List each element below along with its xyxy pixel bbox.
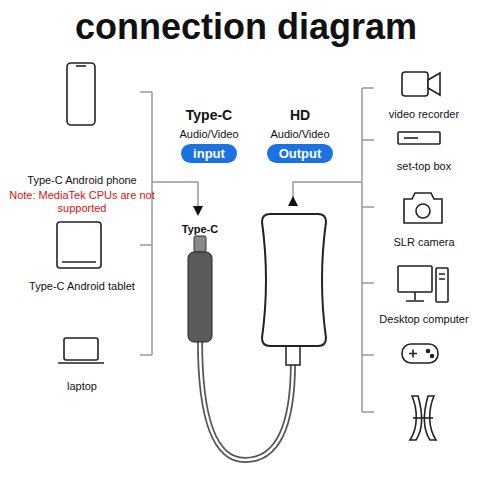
settop-icon <box>398 132 440 144</box>
heading-wrap: Audio/Video <box>267 124 334 142</box>
title: connection diagram <box>0 6 492 47</box>
cable <box>200 340 293 460</box>
type-c-tip <box>194 236 206 252</box>
device-label: SLR camera <box>369 236 479 249</box>
device-label: Desktop computer <box>364 313 484 326</box>
io-pill: input <box>181 144 237 163</box>
port-heading: Type-C <box>186 107 232 123</box>
io-node: HD Audio/VideoOutput <box>267 106 334 163</box>
port-subheading: Audio/Video <box>270 128 329 140</box>
gamepad-icon <box>402 344 438 363</box>
pill-wrap: Output <box>267 142 334 163</box>
bracket-lines <box>140 88 374 412</box>
port-subheading: Audio/Video <box>179 128 238 140</box>
camcorder-icon <box>402 72 428 96</box>
device-label: laptop <box>32 380 132 393</box>
connector-label: Type-C <box>170 223 230 236</box>
device-label: set-top box <box>369 160 479 173</box>
device-label: video recorder <box>369 108 479 121</box>
adapter-box <box>262 214 326 346</box>
camera-icon <box>404 193 442 223</box>
type-c-plug <box>188 252 212 342</box>
heading-wrap: Audio/Video <box>179 124 238 142</box>
laptop-icon <box>64 338 98 360</box>
note-label: Note: MediaTek CPUs are not supported <box>7 189 157 214</box>
heading-wrap: Type-C <box>179 106 238 124</box>
heading-wrap: HD <box>267 106 334 124</box>
monitor-icon <box>398 266 432 292</box>
arrow-head <box>288 196 298 206</box>
io-node: Type-C Audio/Video input <box>179 106 238 163</box>
arrow-head <box>193 206 203 216</box>
phone-icon <box>67 63 95 125</box>
port-heading: HD <box>290 107 310 123</box>
pill-wrap: input <box>179 142 238 163</box>
io-pill: Output <box>267 144 334 163</box>
device-label: Type-C Android phone <box>7 174 157 187</box>
tablet-icon <box>57 222 101 268</box>
device-label: Type-C Android tablet <box>7 280 157 293</box>
